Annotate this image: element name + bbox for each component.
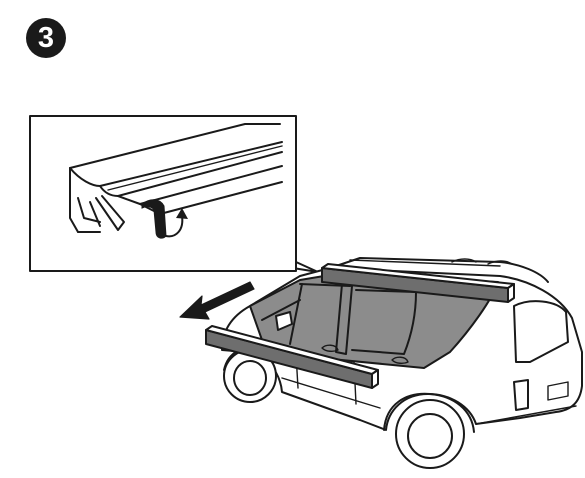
car-illustration — [205, 257, 583, 469]
curl-arrow-icon — [165, 208, 188, 238]
step-number-badge: 3 — [26, 18, 66, 58]
roof-rail — [321, 263, 515, 303]
inset-frame — [29, 115, 297, 272]
detail-inset — [29, 115, 319, 273]
side-awning-bar — [205, 325, 379, 389]
slide-direction-arrow-icon — [179, 281, 255, 320]
step-number: 3 — [37, 22, 55, 54]
tail-light — [513, 379, 529, 411]
rear-wheel — [383, 392, 475, 469]
rear-quarter-window — [513, 300, 569, 363]
side-mirror — [275, 311, 293, 331]
inset-strap — [141, 199, 167, 239]
